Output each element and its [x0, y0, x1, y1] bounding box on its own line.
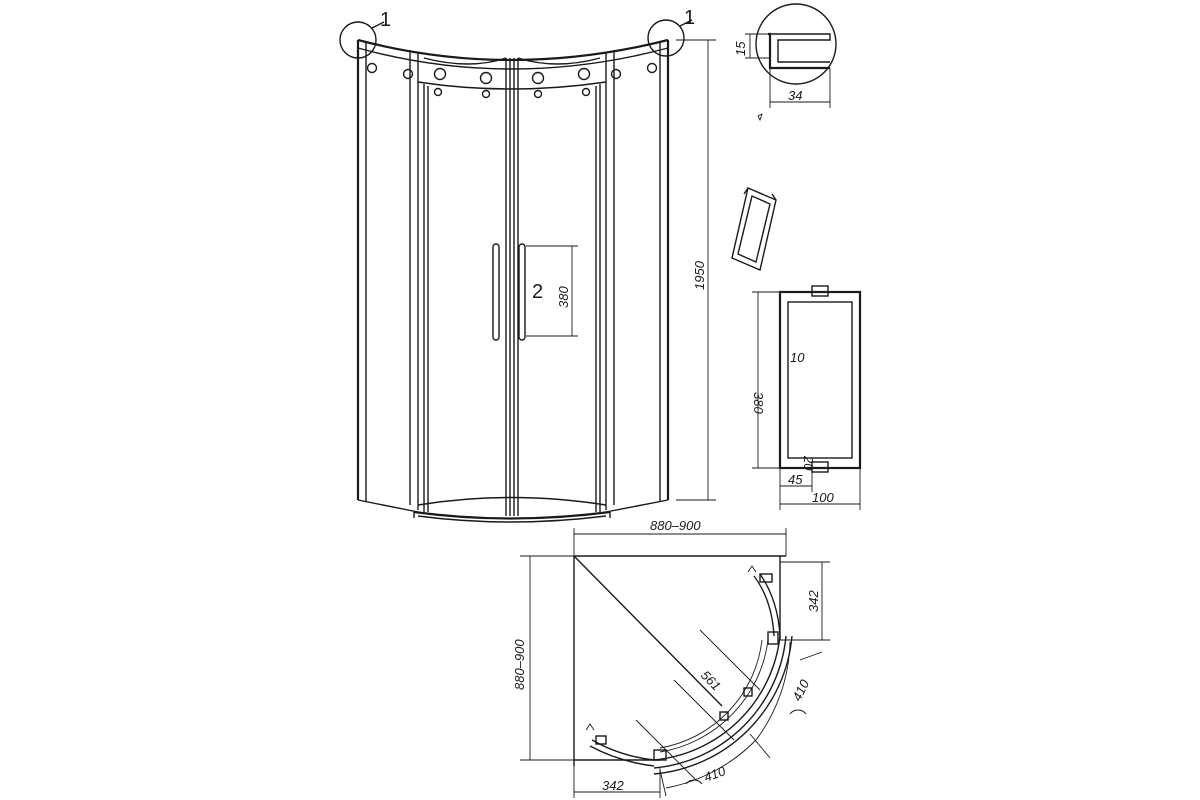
plan-door-right-dimension: 410 — [789, 677, 812, 704]
handles — [492, 243, 526, 341]
seal-detail: 15 34 — [733, 3, 837, 122]
handle-gap-dimension: 45 — [788, 472, 803, 487]
handle-depth-dimension: 100 — [812, 490, 834, 505]
height-dimension: 1950 — [692, 260, 707, 290]
callout-handle: 2 — [532, 281, 543, 303]
callout-seal-left: 1 — [380, 9, 391, 31]
plan-radius-dimension: 561 — [698, 668, 724, 694]
front-elevation: 1 1 380 2 1950 — [339, 7, 716, 523]
handle-length-dimension: 380 — [556, 286, 571, 308]
handle-detail: 380 10 20 45 100 — [751, 285, 862, 510]
plan-side-bottom-dimension: 342 — [602, 778, 624, 793]
handle-bar-dimension: 20 — [801, 455, 816, 471]
plan-door-bottom-dimension: 410 — [702, 763, 728, 785]
handle-offset-dimension: 10 — [790, 350, 805, 365]
handle-detail-length-dimension: 380 — [751, 392, 766, 414]
plan-width-dimension: 880–900 — [650, 518, 701, 533]
callout-seal-right: 1 — [684, 7, 695, 29]
seal-width-dimension: 34 — [788, 88, 802, 103]
handle-isometric — [731, 187, 777, 271]
plan-side-right-dimension: 342 — [806, 590, 821, 612]
seal-detail-circle-left — [339, 21, 377, 59]
seal-height-dimension: 15 — [733, 41, 748, 56]
plan-view: 880–900 880–900 342 342 561 410 410 — [512, 518, 830, 798]
seal-detail-circle-right — [647, 19, 685, 57]
plan-depth-dimension: 880–900 — [512, 639, 527, 690]
door-rollers — [366, 62, 658, 99]
